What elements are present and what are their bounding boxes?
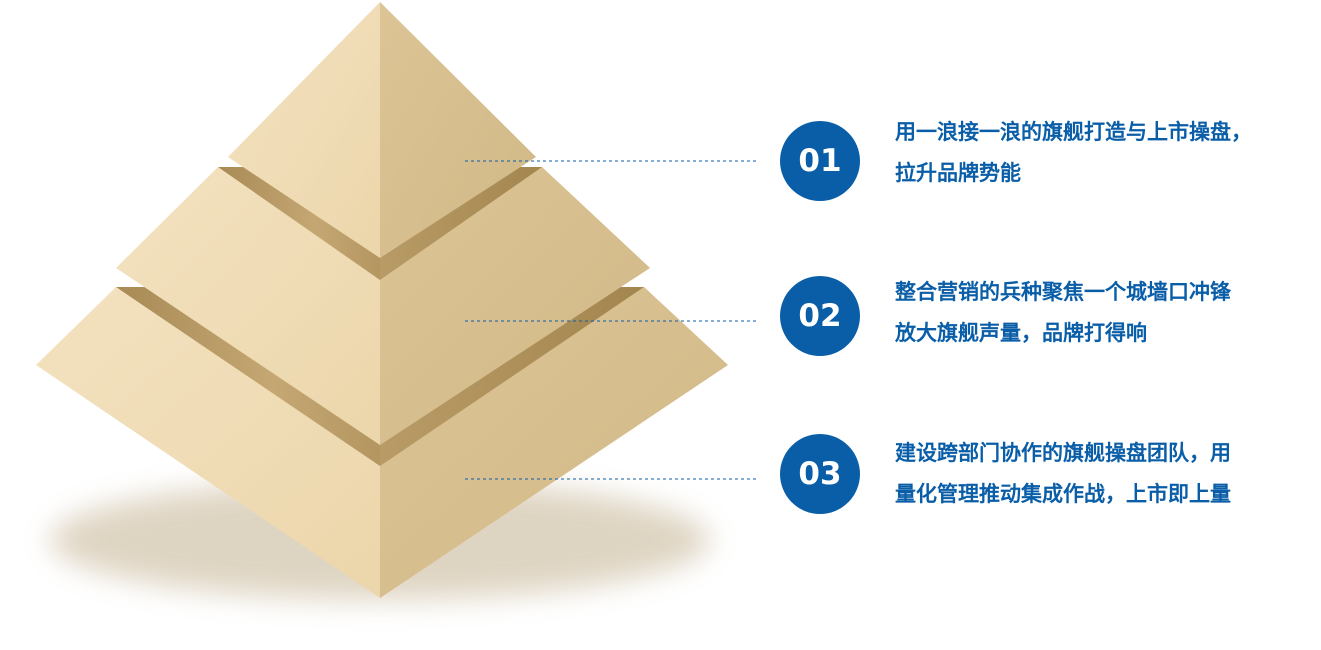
step-description-1-line-2: 拉升品牌势能 bbox=[895, 161, 1021, 185]
step-description-2: 整合营销的兵种聚焦一个城墙口冲锋 放大旗舰声量，品牌打得响 bbox=[895, 272, 1315, 354]
step-description-2-line-2: 放大旗舰声量，品牌打得响 bbox=[895, 321, 1147, 345]
pyramid-tier-2 bbox=[116, 167, 650, 445]
step-number-badge-2: 02 bbox=[780, 276, 860, 356]
pyramid-tier-1 bbox=[228, 2, 536, 258]
step-description-1: 用一浪接一浪的旗舰打造与上市操盘， 拉升品牌势能 bbox=[895, 112, 1315, 194]
step-description-2-line-1: 整合营销的兵种聚焦一个城墙口冲锋 bbox=[895, 280, 1231, 304]
pyramid-tier-3 bbox=[36, 287, 728, 598]
step-number-badge-3: 03 bbox=[780, 434, 860, 514]
step-description-1-line-1: 用一浪接一浪的旗舰打造与上市操盘， bbox=[895, 120, 1252, 144]
step-description-3-line-1: 建设跨部门协作的旗舰操盘团队，用 bbox=[895, 441, 1231, 465]
step-description-3-line-2: 量化管理推动集成作战，上市即上量 bbox=[895, 482, 1231, 506]
step-description-3: 建设跨部门协作的旗舰操盘团队，用 量化管理推动集成作战，上市即上量 bbox=[895, 433, 1315, 515]
step-number-badge-1: 01 bbox=[780, 121, 860, 201]
